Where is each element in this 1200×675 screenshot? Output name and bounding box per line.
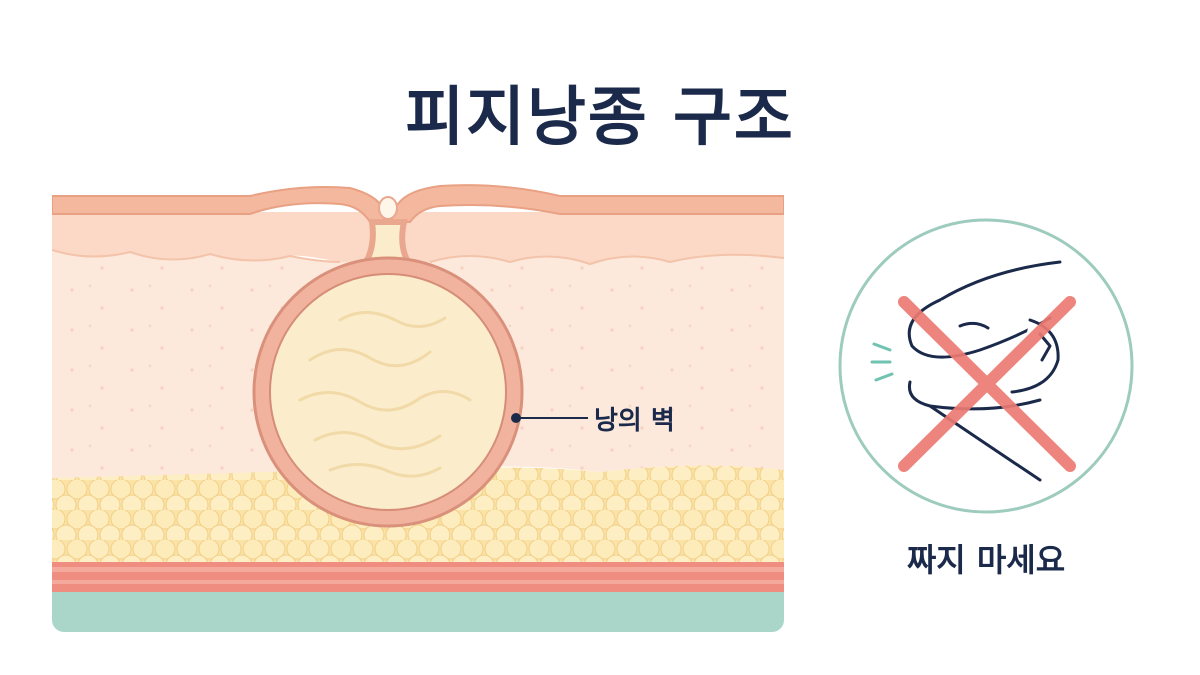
keratin-swirls <box>298 311 472 478</box>
cyst-content <box>269 273 507 511</box>
warning-circle <box>838 218 1134 514</box>
base-layer <box>52 590 784 632</box>
epidermis <box>52 184 784 223</box>
pore <box>378 196 398 220</box>
motion-marks <box>870 342 894 382</box>
warning-label: 짜지 마세요 <box>906 541 1066 579</box>
wall-pointer-dot <box>511 413 521 423</box>
cyst-wall-label: 낭의 벽 <box>594 406 675 436</box>
page-title: 피지낭종 구조 <box>405 80 795 155</box>
red-x-icon <box>898 296 1076 472</box>
muscle-layer <box>52 560 784 592</box>
papillary-dermis <box>52 212 784 264</box>
